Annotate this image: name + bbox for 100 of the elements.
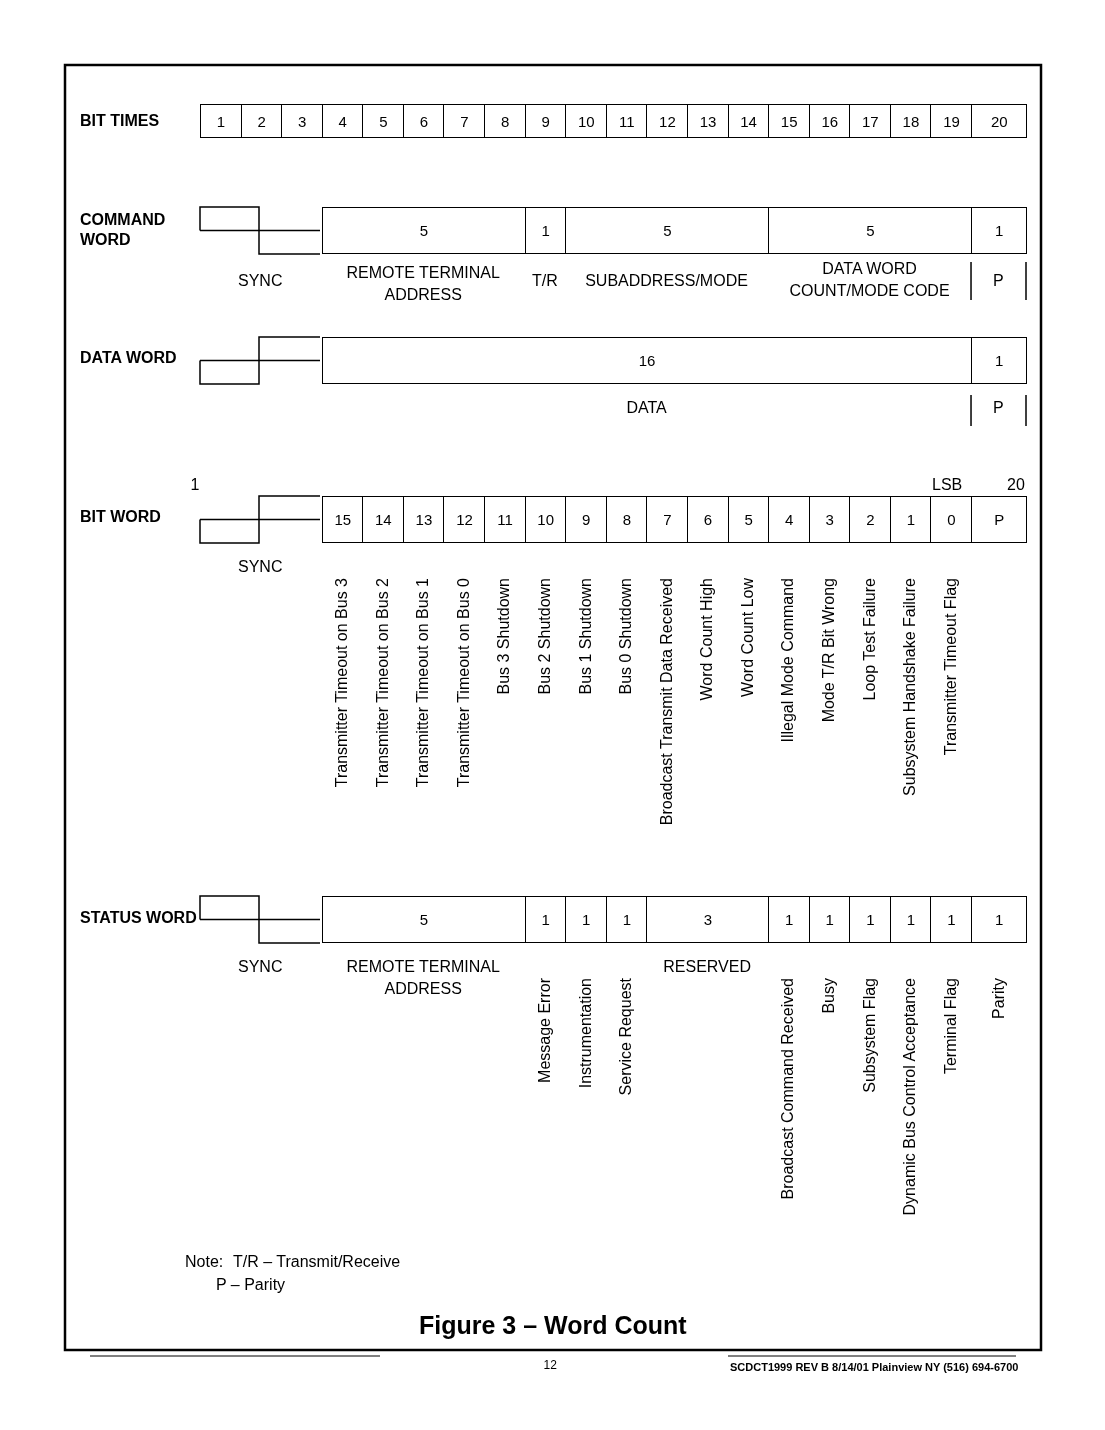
bit-number-field: 14 xyxy=(727,104,770,138)
bit-position-label: 20 xyxy=(1007,475,1025,495)
bit-description: Bus 0 Shutdown xyxy=(616,578,636,695)
field-name: REMOTE TERMINAL ADDRESS xyxy=(345,957,501,999)
bit-field: 4 xyxy=(768,496,811,543)
bit-field: 12 xyxy=(443,496,486,543)
bit-description: Transmitter Timeout on Bus 0 xyxy=(453,578,473,788)
bit-description: Transmitter Timeout on Bus 1 xyxy=(413,578,433,788)
bit-description: Word Count Low xyxy=(737,578,757,697)
bit-number-field: 8 xyxy=(484,104,527,138)
bit-description: Message Error xyxy=(534,978,554,1083)
bit-description: Loop Test Failure xyxy=(859,578,879,701)
note-text: P – Parity xyxy=(216,1275,286,1295)
document-number: SCDCT1999 REV B 8/14/01 Plainview NY (516) 694-6700 xyxy=(730,1360,1019,1375)
bit-field: 1 xyxy=(605,896,648,943)
bit-field: 1 xyxy=(971,337,1028,384)
bit-description: Broadcast Command Received xyxy=(778,978,798,1200)
bit-number-field: 17 xyxy=(849,104,892,138)
field-name: SUBADDRESS/MODE xyxy=(585,271,748,291)
bit-description: Bus 3 Shutdown xyxy=(494,578,514,695)
bit-field: 1 xyxy=(889,896,932,943)
bit-field: 5 xyxy=(321,896,527,943)
bit-field: 13 xyxy=(402,496,445,543)
bit-position-label: 1 xyxy=(190,475,200,495)
bit-number-field: 12 xyxy=(646,104,689,138)
bit-field: 2 xyxy=(849,496,892,543)
bit-number-field: 13 xyxy=(686,104,730,138)
field-name: P xyxy=(993,398,1004,418)
bit-field: 5 xyxy=(321,207,527,254)
bit-field: 10 xyxy=(524,496,567,543)
bit-number-field: 1 xyxy=(200,104,243,138)
bit-number-field: 3 xyxy=(281,104,324,138)
bit-number-field: 10 xyxy=(565,104,608,138)
bit-field: 1 xyxy=(971,207,1028,254)
page-number: 12 xyxy=(543,1357,557,1374)
bit-description: Bus 2 Shutdown xyxy=(534,578,554,695)
bit-description: Subsystem Handshake Failure xyxy=(900,578,920,796)
bit-number-field: 11 xyxy=(605,104,648,138)
note-text: T/R – Transmit/Receive xyxy=(233,1252,401,1272)
field-name: SYNC xyxy=(238,557,283,577)
bit-field: 1 xyxy=(971,896,1028,943)
bit-number-field: 4 xyxy=(321,104,364,138)
bit-field: 1 xyxy=(565,896,608,943)
field-name: P xyxy=(993,271,1004,291)
bit-field: 3 xyxy=(808,496,851,543)
bit-number-field: 16 xyxy=(808,104,851,138)
row-title: BIT WORD xyxy=(80,507,161,527)
bit-description: Mode T/R Bit Wrong xyxy=(819,578,838,723)
field-name: DATA xyxy=(626,398,667,418)
field-name: RESERVED xyxy=(663,957,751,977)
row-title: BIT TIMES xyxy=(80,111,160,131)
bit-field: 9 xyxy=(565,496,608,543)
bit-field: 5 xyxy=(768,207,973,254)
bit-field: 1 xyxy=(930,896,973,943)
bit-description: Broadcast Transmit Data Received xyxy=(656,578,676,826)
bit-number-field: 9 xyxy=(524,104,567,138)
note-text: Note: xyxy=(185,1252,224,1272)
row-title: STATUS WORD xyxy=(80,908,197,928)
bit-field: 1 xyxy=(889,496,932,543)
bit-field: 1 xyxy=(808,896,851,943)
bit-number-field: 6 xyxy=(402,104,445,138)
bit-description: Dynamic Bus Control Acceptance xyxy=(900,978,920,1216)
bit-number-field: 5 xyxy=(362,104,405,138)
bit-field: 1 xyxy=(849,896,892,943)
bit-description: Terminal Flag xyxy=(940,978,960,1075)
bit-field: 3 xyxy=(646,896,770,943)
bit-field: 5 xyxy=(565,207,770,254)
bit-field: 16 xyxy=(321,337,973,384)
bit-field: 11 xyxy=(484,496,527,543)
field-name: REMOTE TERMINAL ADDRESS xyxy=(345,263,501,305)
row-title: DATA WORD xyxy=(80,348,177,368)
bit-description: Transmitter Timeout on Bus 2 xyxy=(372,578,392,788)
bit-number-field: 18 xyxy=(889,104,932,138)
bit-number-field: 15 xyxy=(768,104,811,138)
bit-number-field: 2 xyxy=(240,104,283,138)
bit-description: Illegal Mode Command xyxy=(778,578,798,743)
bit-field: 8 xyxy=(605,496,648,543)
bit-number-field: 20 xyxy=(971,104,1028,138)
bit-description: Transmitter Timeout Flag xyxy=(940,578,960,756)
bit-field: 6 xyxy=(686,496,730,543)
bit-description: Service Request xyxy=(616,978,636,1096)
bit-position-label: LSB xyxy=(932,475,963,495)
bit-field: 1 xyxy=(524,896,567,943)
bit-field: 7 xyxy=(646,496,689,543)
bit-field: 14 xyxy=(362,496,405,543)
field-name: T/R xyxy=(531,271,558,291)
bit-field: 5 xyxy=(727,496,770,543)
bit-field: 1 xyxy=(524,207,567,254)
bit-description: Transmitter Timeout on Bus 3 xyxy=(332,578,351,788)
bit-field: 1 xyxy=(768,896,811,943)
bit-field: P xyxy=(971,496,1028,543)
field-name: SYNC xyxy=(238,271,283,291)
figure-title: Figure 3 – Word Count xyxy=(419,1310,687,1340)
bit-description: Word Count High xyxy=(697,578,717,701)
bit-number-field: 7 xyxy=(443,104,486,138)
field-name: DATA WORD COUNT/MODE CODE xyxy=(788,259,951,301)
bit-description: Instrumentation xyxy=(575,978,595,1089)
bit-number-field: 19 xyxy=(930,104,973,138)
bit-field: 15 xyxy=(321,496,364,543)
bit-description: Parity xyxy=(988,978,1008,1019)
